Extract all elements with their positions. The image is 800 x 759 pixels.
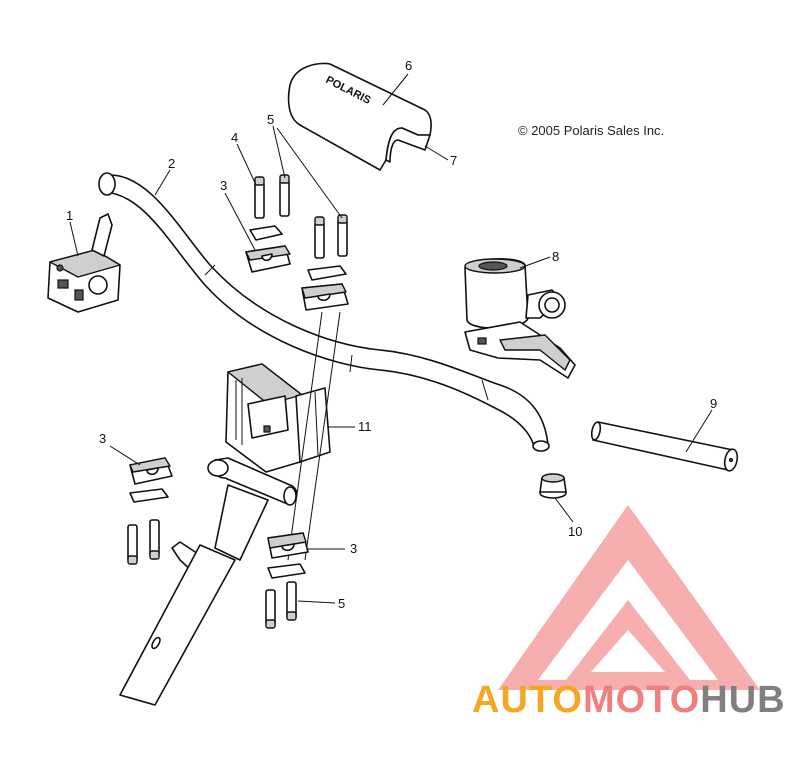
handlebar-block	[225, 363, 331, 473]
brake-master-cylinder	[464, 258, 576, 379]
bar-end-plug	[539, 473, 567, 499]
watermark-text: AUTOMOTOHUB	[472, 679, 786, 721]
callout-9: 9	[710, 396, 717, 411]
watermark-text-hub: HUB	[700, 679, 785, 721]
lower-clamp-right	[265, 532, 309, 629]
callout-10: 10	[568, 524, 582, 539]
callout-3-right: 3	[350, 541, 357, 556]
callout-4: 4	[231, 130, 238, 145]
callout-3-left: 3	[99, 431, 106, 446]
callout-8: 8	[552, 249, 559, 264]
left-switch-housing	[47, 213, 121, 313]
handlebar-grip	[590, 421, 739, 472]
callout-7: 7	[450, 153, 457, 168]
handlebar	[98, 172, 550, 452]
leader-lines	[69, 73, 713, 604]
steering-post	[119, 457, 298, 706]
watermark-text-auto: AUTO	[472, 679, 583, 721]
upper-clamp-left	[245, 174, 291, 273]
callout-11: 11	[358, 419, 372, 434]
lower-clamp-left	[127, 457, 173, 565]
callout-5-lower: 5	[338, 596, 345, 611]
callout-5-upper: 5	[267, 112, 274, 127]
callout-6: 6	[405, 58, 412, 73]
handlebar-pad: POLARIS	[287, 62, 432, 171]
copyright-notice: © 2005 Polaris Sales Inc.	[518, 123, 664, 138]
callout-2: 2	[168, 156, 175, 171]
watermark-text-moto: MOTO	[583, 679, 700, 721]
upper-clamp-right	[301, 214, 349, 311]
watermark-logo	[498, 505, 760, 690]
callout-1: 1	[66, 208, 73, 223]
callout-3-upper: 3	[220, 178, 227, 193]
